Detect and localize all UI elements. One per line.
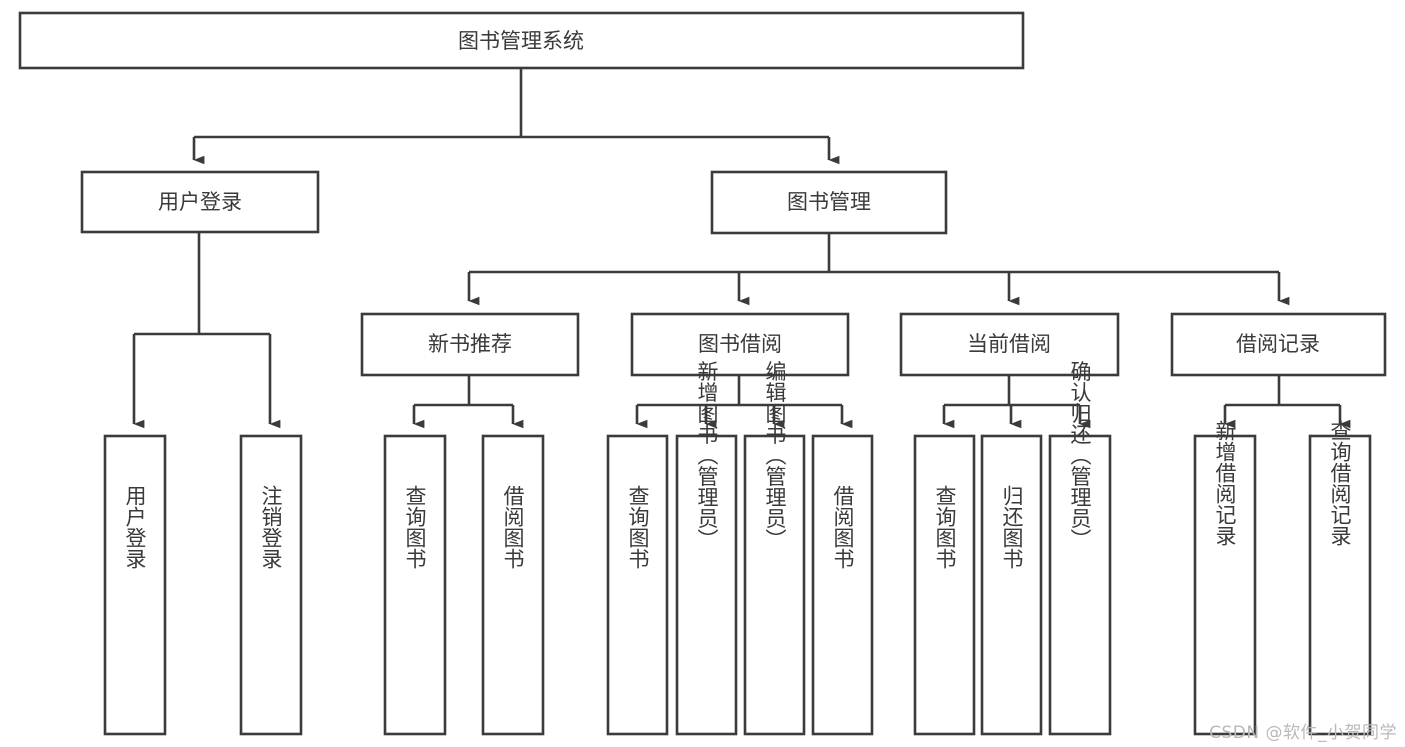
node-leaf-query-book-1-label: 查询图书 (403, 485, 427, 569)
node-leaf-edit-book-label: 编辑图书（管理员） (763, 361, 787, 550)
node-leaf-confirm-return[interactable]: 确认归还（管理员） (1048, 361, 1112, 736)
node-leaf-logout-login[interactable]: 注销登录 (239, 434, 303, 736)
edge-book-borrow-stem (637, 375, 842, 407)
node-book-borrow[interactable]: 图书借阅 (630, 312, 850, 377)
node-leaf-return-book-label: 归还图书 (1000, 485, 1024, 569)
node-user-login-label: 用户登录 (158, 190, 242, 214)
node-leaf-query-book-1[interactable]: 查询图书 (383, 434, 447, 736)
node-root-label: 图书管理系统 (458, 29, 584, 53)
watermark-text: CSDN @软件_小贺同学 (1209, 723, 1397, 743)
node-leaf-borrow-book-2-label: 借阅图书 (831, 485, 855, 569)
node-leaf-add-book[interactable]: 新增图书（管理员） (675, 361, 738, 736)
node-borrow-record-label: 借阅记录 (1236, 332, 1320, 356)
edge-new-book-stem (414, 375, 513, 407)
node-leaf-add-borrow-record-label: 新增借阅记录 (1213, 420, 1237, 546)
node-leaf-borrow-book-1[interactable]: 借阅图书 (481, 434, 545, 736)
edge-root-to-bar (194, 68, 829, 139)
node-new-book-recommend[interactable]: 新书推荐 (360, 312, 580, 377)
node-leaf-user-login[interactable]: 用户登录 (103, 434, 167, 736)
edge-current-borrow-stem (944, 375, 1080, 407)
edge-book-management-stem (469, 233, 1279, 274)
node-leaf-query-borrow-record-label: 查询借阅记录 (1328, 420, 1352, 546)
node-leaf-user-login-label: 用户登录 (123, 485, 147, 569)
edge-borrow-record-stem (1225, 375, 1340, 407)
node-book-management[interactable]: 图书管理 (710, 170, 948, 235)
node-book-borrow-label: 图书借阅 (698, 332, 782, 356)
node-leaf-query-book-3-label: 查询图书 (933, 485, 957, 569)
node-leaf-borrow-book-2[interactable]: 借阅图书 (811, 434, 874, 736)
edge-layer (132, 68, 1351, 429)
node-root[interactable]: 图书管理系统 (18, 11, 1025, 70)
node-user-login[interactable]: 用户登录 (80, 170, 320, 234)
node-leaf-confirm-return-label: 确认归还（管理员） (1068, 361, 1092, 550)
node-leaf-query-book-3[interactable]: 查询图书 (913, 434, 976, 736)
node-new-book-recommend-label: 新书推荐 (428, 332, 512, 356)
node-borrow-record[interactable]: 借阅记录 (1170, 312, 1387, 377)
node-current-borrow[interactable]: 当前借阅 (899, 312, 1120, 377)
node-leaf-edit-book[interactable]: 编辑图书（管理员） (743, 361, 806, 736)
node-leaf-return-book[interactable]: 归还图书 (980, 434, 1043, 736)
node-leaf-logout-login-label: 注销登录 (259, 485, 283, 569)
node-leaf-query-book-2[interactable]: 查询图书 (606, 434, 669, 736)
node-current-borrow-label: 当前借阅 (967, 332, 1051, 356)
node-leaf-add-borrow-record[interactable]: 新增借阅记录 (1193, 420, 1257, 736)
node-leaf-query-borrow-record[interactable]: 查询借阅记录 (1308, 420, 1372, 736)
node-leaf-query-book-2-label: 查询图书 (626, 485, 650, 569)
edge-user-login-stem (134, 232, 270, 336)
node-book-management-label: 图书管理 (787, 190, 871, 214)
node-leaf-add-book-label: 新增图书（管理员） (695, 361, 719, 550)
node-leaf-borrow-book-1-label: 借阅图书 (501, 485, 525, 569)
